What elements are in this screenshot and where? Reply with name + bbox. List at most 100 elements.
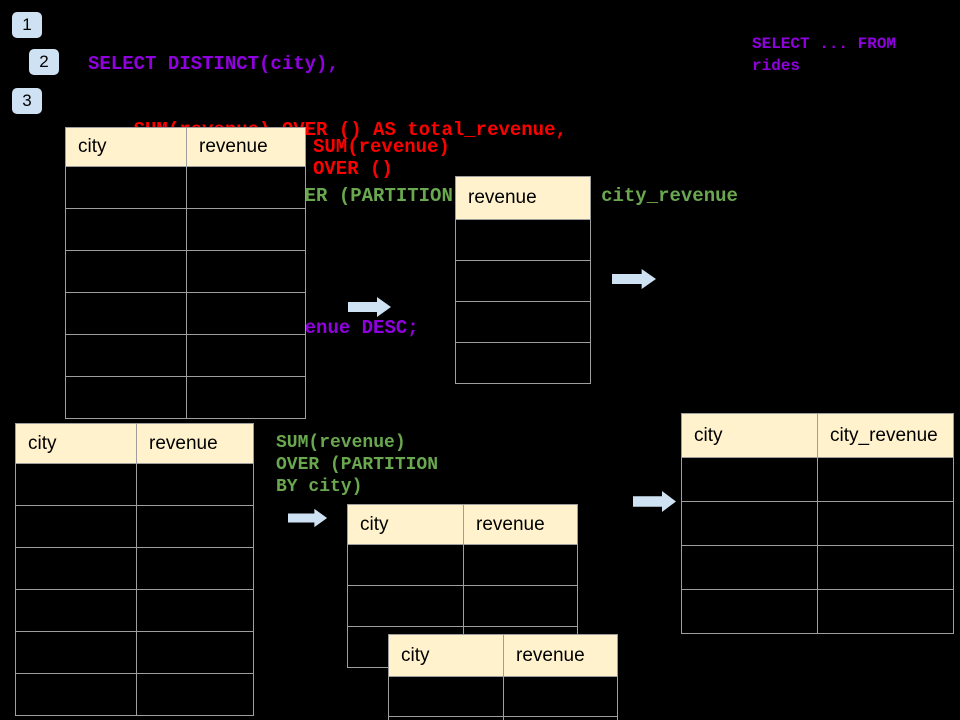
empty-cell xyxy=(817,457,954,502)
table-row xyxy=(681,589,954,634)
empty-cell xyxy=(15,463,137,506)
empty-cell xyxy=(817,589,954,634)
table-row xyxy=(455,301,591,343)
table-row xyxy=(455,342,591,384)
column-header: city xyxy=(15,423,137,464)
empty-cell xyxy=(65,376,187,419)
column-header: city xyxy=(388,634,504,677)
step-badge-2: 2 xyxy=(29,49,59,75)
data-table: revenue xyxy=(455,176,591,384)
table-row xyxy=(455,219,591,261)
table-row xyxy=(15,631,254,674)
empty-cell xyxy=(347,544,464,586)
step-badge-1: 1 xyxy=(12,12,42,38)
empty-cell xyxy=(65,334,187,377)
table-row xyxy=(347,585,578,627)
table-row xyxy=(455,260,591,302)
annotation-sum-over-empty: SUM(revenue) OVER () xyxy=(313,136,450,180)
empty-cell xyxy=(463,544,578,586)
empty-cell xyxy=(15,505,137,548)
empty-cell xyxy=(136,463,254,506)
empty-cell xyxy=(65,208,187,251)
empty-cell xyxy=(463,585,578,627)
table-row xyxy=(15,505,254,548)
column-header: city_revenue xyxy=(817,413,954,458)
table-row xyxy=(65,166,306,209)
empty-cell xyxy=(186,376,306,419)
empty-cell xyxy=(503,716,618,720)
empty-cell xyxy=(681,589,818,634)
empty-cell xyxy=(681,457,818,502)
empty-cell xyxy=(186,250,306,293)
side-note-select-from-rides: SELECT ... FROM rides xyxy=(752,35,897,75)
empty-cell xyxy=(388,676,504,717)
empty-cell xyxy=(681,501,818,546)
code-line-select: SELECT DISTINCT(city), xyxy=(88,53,339,75)
column-header: city xyxy=(681,413,818,458)
empty-cell xyxy=(455,301,591,343)
empty-cell xyxy=(817,501,954,546)
table-row xyxy=(65,292,306,335)
arrow-right-icon xyxy=(612,269,656,289)
empty-cell xyxy=(65,250,187,293)
table-row xyxy=(65,208,306,251)
table-row xyxy=(681,501,954,546)
empty-cell xyxy=(15,547,137,590)
annotation-sum-over-partition-by-city: SUM(revenue) OVER (PARTITION BY city) xyxy=(276,433,439,497)
empty-cell xyxy=(65,292,187,335)
arrow-right-icon xyxy=(633,491,676,512)
table-row xyxy=(15,589,254,632)
column-header: revenue xyxy=(503,634,618,677)
empty-cell xyxy=(186,208,306,251)
empty-cell xyxy=(186,292,306,335)
table-row xyxy=(681,545,954,590)
empty-cell xyxy=(455,260,591,302)
empty-cell xyxy=(136,673,254,716)
empty-cell xyxy=(186,334,306,377)
arrow-right-icon xyxy=(288,508,328,528)
column-header: city xyxy=(347,504,464,545)
empty-cell xyxy=(136,589,254,632)
table-row xyxy=(65,334,306,377)
empty-cell xyxy=(136,505,254,548)
table-row xyxy=(388,676,618,717)
empty-cell xyxy=(681,545,818,590)
empty-cell xyxy=(503,676,618,717)
empty-cell xyxy=(15,631,137,674)
empty-cell xyxy=(65,166,187,209)
empty-cell xyxy=(347,585,464,627)
empty-cell xyxy=(15,589,137,632)
table-row xyxy=(65,250,306,293)
empty-cell xyxy=(388,716,504,720)
table-row xyxy=(15,673,254,716)
table-row xyxy=(15,547,254,590)
table-row xyxy=(15,463,254,506)
table-row xyxy=(65,376,306,419)
empty-cell xyxy=(136,547,254,590)
empty-cell xyxy=(455,219,591,261)
column-header: revenue xyxy=(186,127,306,167)
empty-cell xyxy=(136,631,254,674)
table-total-revenue: revenue xyxy=(455,176,591,384)
table-row xyxy=(388,716,618,720)
table-row xyxy=(681,457,954,502)
empty-cell xyxy=(186,166,306,209)
column-header: revenue xyxy=(136,423,254,464)
table-row xyxy=(347,544,578,586)
column-header: revenue xyxy=(463,504,578,545)
empty-cell xyxy=(817,545,954,590)
empty-cell xyxy=(455,342,591,384)
arrow-right-icon xyxy=(348,297,391,317)
column-header: revenue xyxy=(455,176,591,220)
step-badge-3: 3 xyxy=(12,88,42,114)
column-header: city xyxy=(65,127,187,167)
